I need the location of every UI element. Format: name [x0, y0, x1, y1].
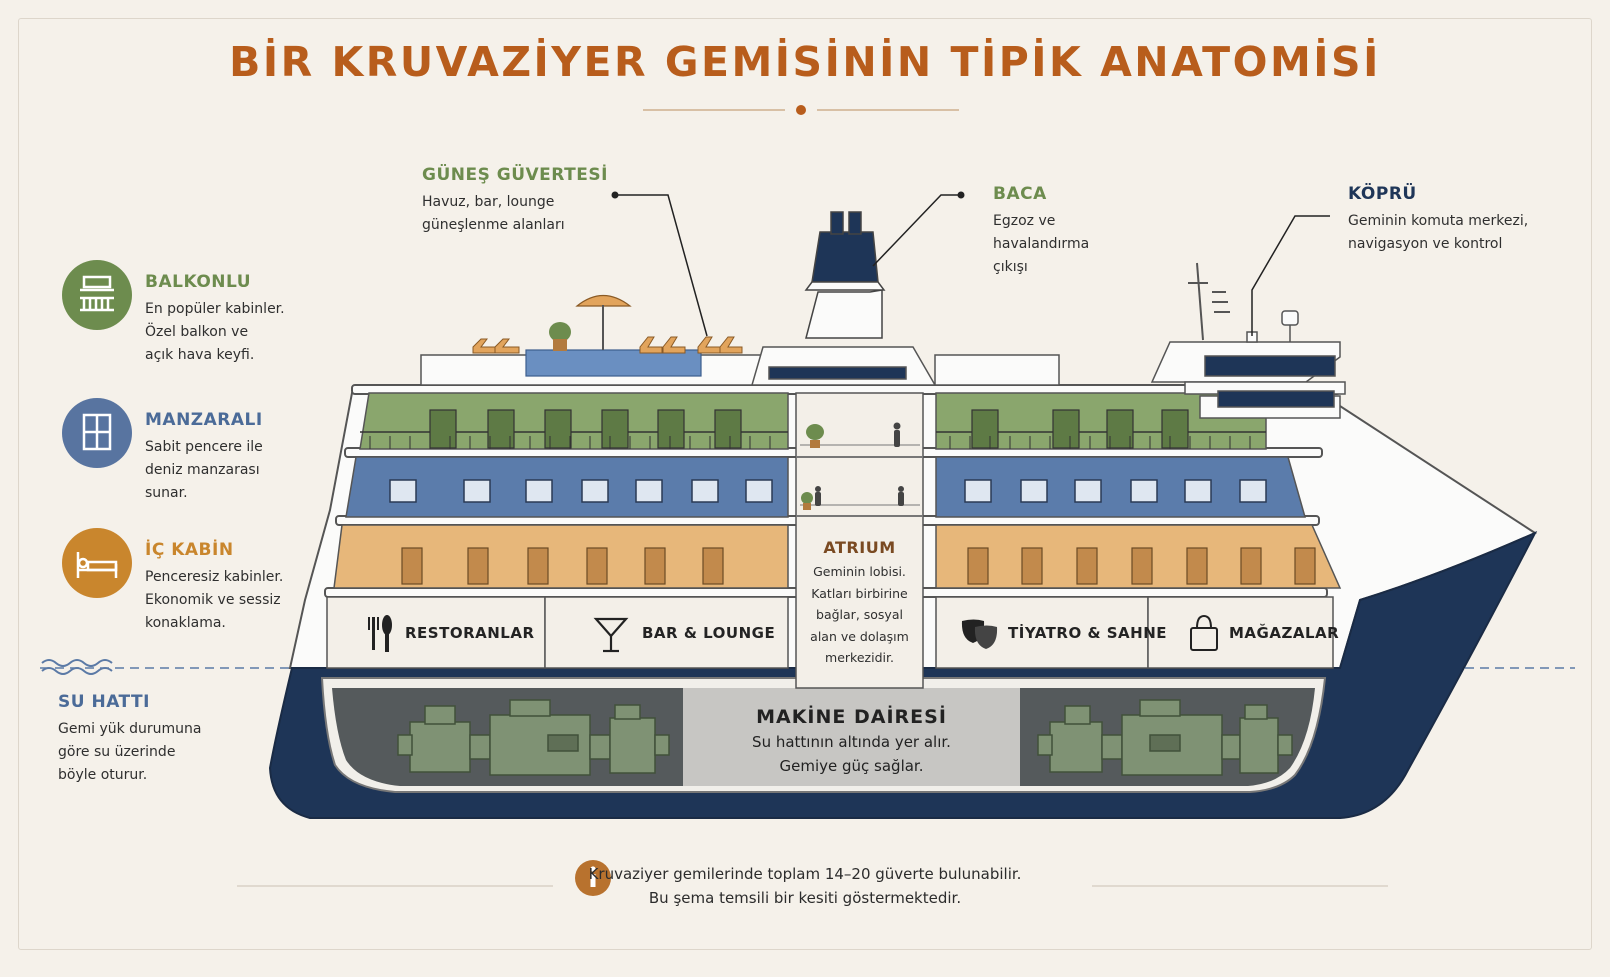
callout-sun-deck: GÜNEŞ GÜVERTESİ Havuz, bar, lounge güneşl… — [422, 165, 608, 237]
atrium-people-icon — [815, 422, 904, 506]
callout-line: Geminin komuta merkezi, — [1348, 213, 1529, 229]
legend-line: açık hava keyfi. — [145, 347, 255, 363]
legend-balcony: BALKONLU En popüler kabinler. Özel balkon… — [145, 272, 285, 367]
info-icon — [237, 860, 1388, 896]
waterline-line-text: böyle oturur. — [58, 767, 148, 783]
legend-line: Ekonomik ve sessiz — [145, 592, 281, 608]
callout-bridge: KÖPRÜ Geminin komuta merkezi, navigasyon … — [1348, 184, 1528, 256]
frame-border — [18, 18, 1592, 950]
interior-doors — [401, 547, 1316, 585]
pool — [525, 349, 702, 377]
theatre-label: TİYATRO & SAHNE — [1008, 624, 1168, 642]
engine-machinery-right — [1037, 699, 1293, 776]
mast-icon — [1188, 262, 1230, 341]
callout-sun-deck-title: GÜNEŞ GÜVERTESİ — [422, 165, 608, 185]
bed-icon — [76, 552, 118, 578]
legend-oceanview: MANZARALI Sabit pencere ile deniz manzara… — [145, 410, 263, 505]
callout-line: güneşlenme alanları — [422, 217, 565, 233]
note-line: Kruvaziyer gemilerinde toplam 14–20 güve… — [588, 865, 1022, 883]
callout-bridge-title: KÖPRÜ — [1348, 184, 1417, 204]
atrium-line: alan ve dolaşım — [810, 628, 909, 644]
callout-line: Egzoz ve — [993, 213, 1056, 229]
window-badge — [62, 398, 132, 468]
atrium-line: Katları birbirine — [811, 585, 908, 601]
atrium-line: merkezidir. — [825, 650, 894, 665]
radar-icon — [1246, 310, 1299, 343]
window-icon — [82, 413, 112, 451]
waterline-line-text: göre su üzerinde — [58, 744, 176, 760]
callout-line: çıkışı — [993, 259, 1028, 275]
legend-line: deniz manzarası — [145, 462, 260, 478]
callout-lines — [615, 194, 1330, 337]
atrium-line: Geminin lobisi. — [813, 564, 906, 579]
waves-icon — [41, 659, 113, 675]
bridge-structure — [1150, 341, 1346, 419]
engine-room-center — [683, 688, 1020, 786]
engine-machinery-left — [397, 699, 670, 776]
waterline-title: SU HATTI — [58, 692, 150, 712]
callout-funnel: BACA Egzoz ve havalandırma çıkışı — [993, 184, 1089, 279]
theatre-masks-icon — [961, 619, 998, 649]
funnel-icon — [804, 211, 886, 339]
venues-deck — [326, 596, 1334, 669]
note-line: Bu şema temsili bir kesiti göstermektedi… — [648, 889, 962, 907]
engine-room-title: MAKİNE DAİRESİ — [756, 706, 947, 728]
balcony-railings — [369, 436, 1251, 449]
legend-line: Özel balkon ve — [145, 324, 249, 340]
balcony-doors — [429, 409, 1189, 449]
waterline-line-text: Gemi yük durumuna — [58, 721, 202, 737]
atrium-line: bağlar, sosyal — [816, 607, 903, 622]
legend-line: konaklama. — [145, 615, 226, 631]
legend-interior-title: İÇ KABİN — [145, 540, 234, 560]
title-divider — [643, 105, 959, 115]
oceanview-windows — [389, 479, 1267, 503]
cutlery-icon — [368, 615, 392, 652]
umbrella-icon — [575, 294, 632, 350]
footer-note: Kruvaziyer gemilerinde toplam 14–20 güve… — [0, 862, 1610, 910]
shopping-bag-icon — [1190, 614, 1218, 651]
deck-chairs-icon — [472, 336, 743, 354]
restaurants-label: RESTORANLAR — [405, 624, 535, 642]
legend-line: En popüler kabinler. — [145, 301, 285, 317]
bed-badge — [62, 528, 132, 598]
legend-interior: İÇ KABİN Penceresiz kabinler. Ekonomik ve… — [145, 540, 283, 635]
engine-line: Su hattının altında yer alır. — [752, 733, 951, 751]
balcony-badge — [62, 260, 132, 330]
shops-label: MAĞAZALAR — [1229, 624, 1340, 642]
callout-line: havalandırma — [993, 236, 1090, 252]
page-title: BİR KRUVAZİYER GEMİSİNİN TİPİK ANATOMİSİ — [229, 38, 1381, 86]
plant-icon — [549, 322, 571, 351]
legend-line: sunar. — [145, 485, 188, 501]
callout-line: navigasyon ve kontrol — [1348, 236, 1503, 252]
legend-line: Sabit pencere ile — [145, 439, 263, 455]
balcony-icon — [80, 275, 114, 312]
legend-oceanview-title: MANZARALI — [145, 410, 263, 430]
engine-room-label: MAKİNE DAİRESİ Su hattının altında yer a… — [683, 706, 1020, 778]
atrium-label: ATRIUM Geminin lobisi. Katları birbirine… — [796, 538, 923, 669]
cocktail-icon — [593, 617, 629, 653]
waterline-label: SU HATTI Gemi yük durumuna göre su üzerin… — [58, 692, 202, 787]
bar-lounge-label: BAR & LOUNGE — [642, 624, 776, 642]
atrium-title: ATRIUM — [823, 538, 896, 557]
legend-balcony-title: BALKONLU — [145, 272, 252, 292]
legend-line: Penceresiz kabinler. — [145, 569, 284, 585]
callout-funnel-title: BACA — [993, 184, 1047, 204]
engine-line: Gemiye güç sağlar. — [779, 757, 924, 775]
atrium-plant-icon — [801, 424, 824, 510]
callout-line: Havuz, bar, lounge — [422, 194, 555, 210]
